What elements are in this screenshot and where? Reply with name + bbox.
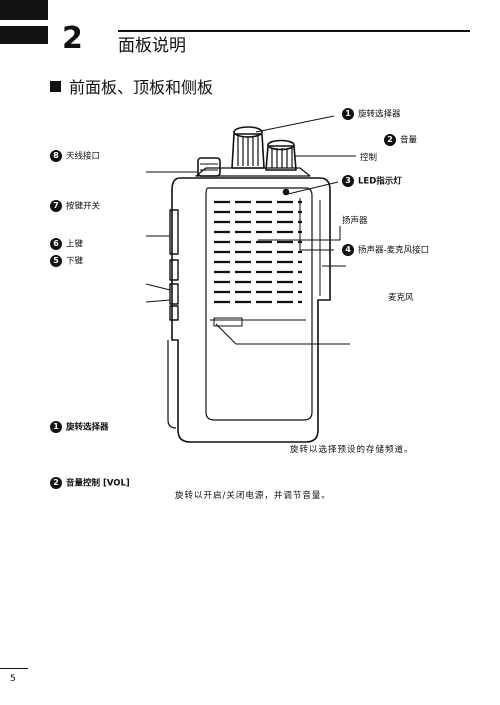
callout-rotary-selector: 1 旋转选择器	[342, 108, 401, 121]
chapter-number: 2	[62, 21, 83, 56]
callout-text: 控制	[360, 153, 378, 163]
callout-number: 2	[50, 477, 62, 489]
callout-volume-control: 控制	[360, 152, 377, 164]
callout-number: 8	[50, 150, 62, 162]
desc-heading-rotary-selector: 1 旋转选择器	[50, 421, 109, 434]
callout-number: 5	[50, 255, 62, 267]
callout-text: 音量	[400, 135, 418, 146]
callout-number: 1	[50, 421, 62, 433]
desc-title: 旋转选择器	[66, 422, 109, 433]
callout-number: 3	[342, 175, 354, 187]
callout-text: LED指示灯	[358, 176, 402, 187]
page-number: 5	[10, 674, 16, 684]
chapter-rule	[118, 30, 470, 32]
desc-text-rotary-selector: 旋转以选择预设的存储频道。	[290, 445, 414, 455]
callout-down-key: 5 下键	[50, 255, 83, 268]
callout-ptt-switch: 7 按键开关	[50, 200, 100, 213]
callout-text: 旋转选择器	[358, 109, 401, 120]
callout-volume: 2 音量	[384, 134, 417, 147]
footer-rule	[0, 668, 28, 669]
callout-speaker-mic-jack: 4 扬声器-麦克风接口	[342, 244, 429, 257]
callout-up-key: 6 上键	[50, 238, 83, 251]
callout-text: 扬声器-麦克风接口	[358, 245, 430, 256]
callout-number: 1	[342, 108, 354, 120]
callout-text: 上键	[66, 239, 84, 250]
callout-text: 下键	[66, 256, 84, 267]
callout-text: 麦克风	[388, 293, 414, 303]
callout-microphone: 麦克风	[388, 292, 414, 304]
callout-number: 4	[342, 244, 354, 256]
callout-number: 2	[384, 134, 396, 146]
section-heading: 前面板、顶板和侧板	[50, 78, 213, 98]
section-title: 前面板、顶板和侧板	[69, 78, 214, 97]
callout-text: 扬声器	[342, 216, 368, 226]
chapter-title: 面板说明	[118, 36, 186, 56]
callout-led: 3 LED指示灯	[342, 175, 402, 188]
desc-title: 音量控制 [VOL]	[66, 478, 130, 489]
callout-number: 6	[50, 238, 62, 250]
callout-speaker: 扬声器	[342, 215, 368, 227]
callout-number: 7	[50, 200, 62, 212]
callout-text: 天线接口	[66, 151, 101, 162]
callout-antenna-connector: 8 天线接口	[50, 150, 100, 163]
chapter-tab-stripe	[0, 20, 48, 26]
desc-text-volume: 旋转以开启/关闭电源，并调节音量。	[175, 491, 331, 501]
callout-text: 按键开关	[66, 201, 101, 212]
desc-heading-volume: 2 音量控制 [VOL]	[50, 477, 130, 490]
square-bullet-icon	[50, 81, 61, 92]
